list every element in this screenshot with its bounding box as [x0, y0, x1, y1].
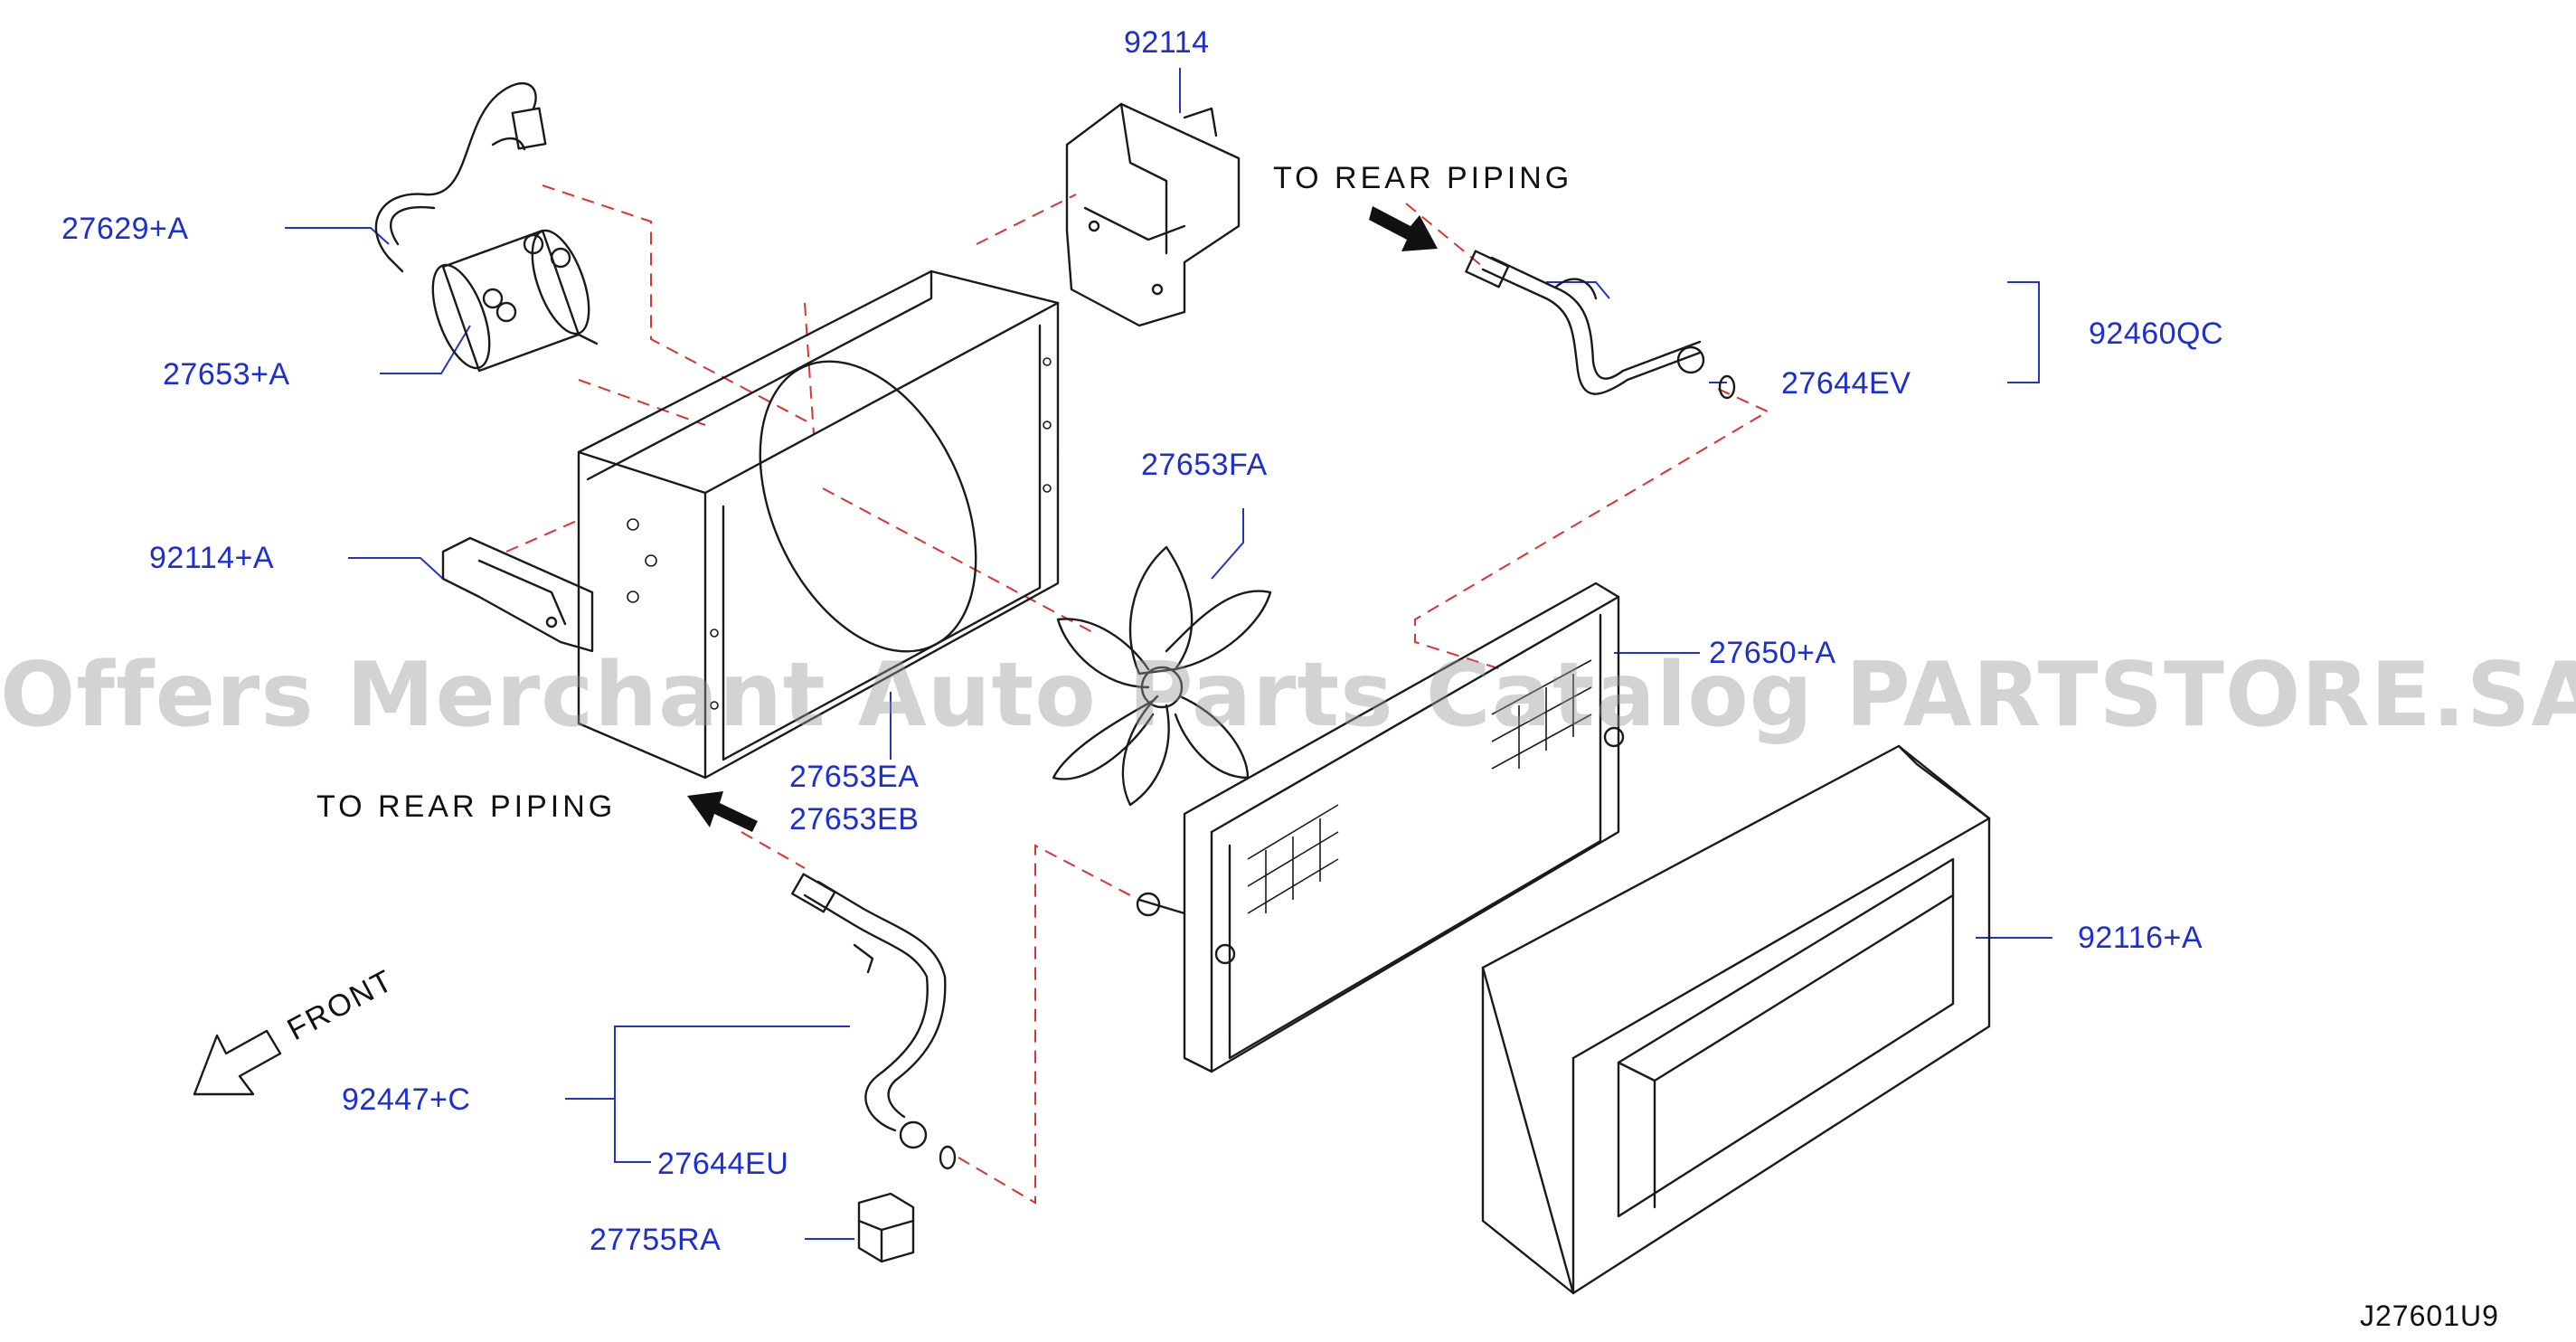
label-27650a[interactable]: 27650+A: [1709, 636, 1836, 670]
note-to-rear-piping-left: TO REAR PIPING: [316, 789, 617, 824]
alignment-dashed-lines: [505, 184, 1770, 1205]
label-92460qc[interactable]: 92460QC: [2089, 317, 2224, 351]
label-27653fa[interactable]: 27653FA: [1141, 448, 1268, 482]
pipe-92447c[interactable]: [790, 873, 957, 1170]
bracket-92114[interactable]: [1065, 102, 1241, 327]
direction-arrows: [193, 206, 1438, 1096]
fan-blade-27653fa[interactable]: [1052, 545, 1272, 807]
bracket-92114a[interactable]: [441, 536, 594, 653]
fan-shroud-27653ea[interactable]: [577, 269, 1060, 780]
condenser-27650a[interactable]: [1136, 581, 1625, 1073]
label-92114a[interactable]: 92114+A: [149, 541, 275, 575]
label-27755ra[interactable]: 27755RA: [590, 1223, 722, 1257]
clip-27755ra[interactable]: [857, 1192, 915, 1263]
label-27653eb[interactable]: 27653EB: [789, 802, 920, 836]
label-92116a[interactable]: 92116+A: [2078, 921, 2203, 955]
fan-motor-27653a[interactable]: [421, 223, 600, 375]
label-27644ev[interactable]: 27644EV: [1781, 366, 1911, 401]
leader-lines: [285, 68, 2052, 1240]
label-92114[interactable]: 92114: [1124, 25, 1210, 60]
label-27653ea[interactable]: 27653EA: [789, 760, 920, 794]
label-27644eu[interactable]: 27644EU: [657, 1147, 789, 1181]
harness-27629a[interactable]: [374, 82, 547, 273]
diagram-reference-code: J27601U9: [2360, 1299, 2499, 1332]
pipe-92460qc[interactable]: [1465, 250, 1736, 400]
note-to-rear-piping-top: TO REAR PIPING: [1273, 161, 1573, 195]
label-27629a[interactable]: 27629+A: [61, 212, 189, 246]
air-duct-92116a[interactable]: [1481, 744, 1991, 1295]
label-92447c[interactable]: 92447+C: [342, 1082, 471, 1117]
label-27653a[interactable]: 27653+A: [163, 357, 290, 392]
